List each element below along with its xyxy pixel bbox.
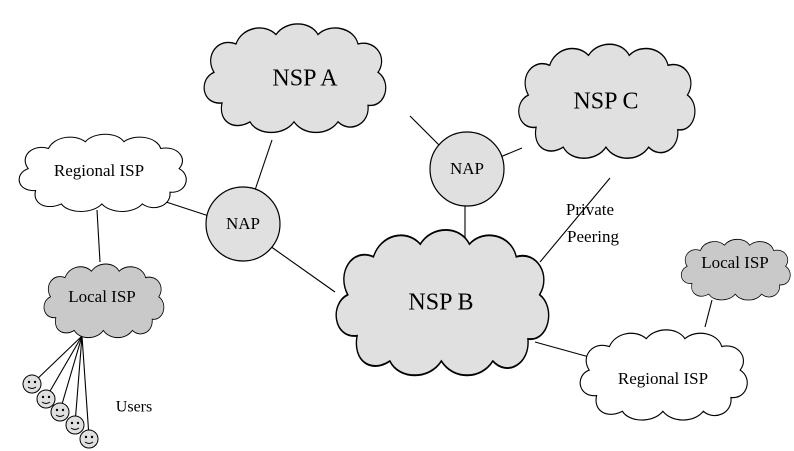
link-nap-left-nsp-b: [269, 245, 336, 293]
regional-isp-left-cloud: Regional ISP: [18, 133, 187, 213]
user-link-4: [74, 335, 83, 425]
link-regional-right-local-right: [704, 299, 713, 328]
users-group: Users: [22, 374, 152, 449]
link-private-peering: [539, 177, 611, 263]
user-face-icon: [65, 415, 85, 435]
local-isp-right-label: Local ISP: [701, 253, 769, 272]
regional-isp-right-label: Regional ISP: [618, 369, 708, 388]
user-face-icon: [50, 402, 70, 422]
local-isp-right-cloud: Local ISP: [680, 238, 791, 301]
nsp-a-cloud: NSP A: [203, 23, 387, 134]
link-regional-left-local-left: [96, 209, 101, 263]
link-nsp-a-nap-left: [252, 139, 273, 197]
regional-isp-right-cloud: Regional ISP: [579, 329, 748, 421]
private-peering-line2: Peering: [567, 227, 619, 246]
nsp-a-label: NSP A: [272, 66, 338, 92]
user-face-icon: [79, 429, 99, 449]
nsp-b-cloud: NSP B: [335, 228, 550, 377]
local-isp-left-label: Local ISP: [68, 287, 136, 306]
nsp-c-label: NSP C: [573, 89, 638, 115]
private-peering-label: Private Peering: [566, 200, 620, 246]
users-label: Users: [116, 399, 152, 416]
link-nsp-a-nap-right: [409, 115, 441, 147]
nap-right-label: NAP: [450, 159, 484, 178]
user-face-icon: [36, 389, 56, 409]
regional-isp-left-label: Regional ISP: [54, 161, 144, 180]
local-isp-left-cloud: Local ISP: [43, 263, 165, 339]
nsp-c-cloud: NSP C: [518, 43, 696, 160]
nap-left-label: NAP: [226, 214, 260, 233]
user-link-5: [81, 335, 90, 438]
user-link-3: [59, 335, 83, 412]
nap-right: NAP: [429, 131, 505, 207]
user-face-icon: [22, 374, 42, 394]
user-link-2: [45, 335, 83, 399]
link-regional-left-nap-left: [159, 199, 216, 219]
private-peering-line1: Private: [566, 200, 614, 219]
user-link-1: [33, 335, 83, 383]
nap-left: NAP: [205, 186, 281, 262]
nsp-b-label: NSP B: [408, 290, 473, 316]
